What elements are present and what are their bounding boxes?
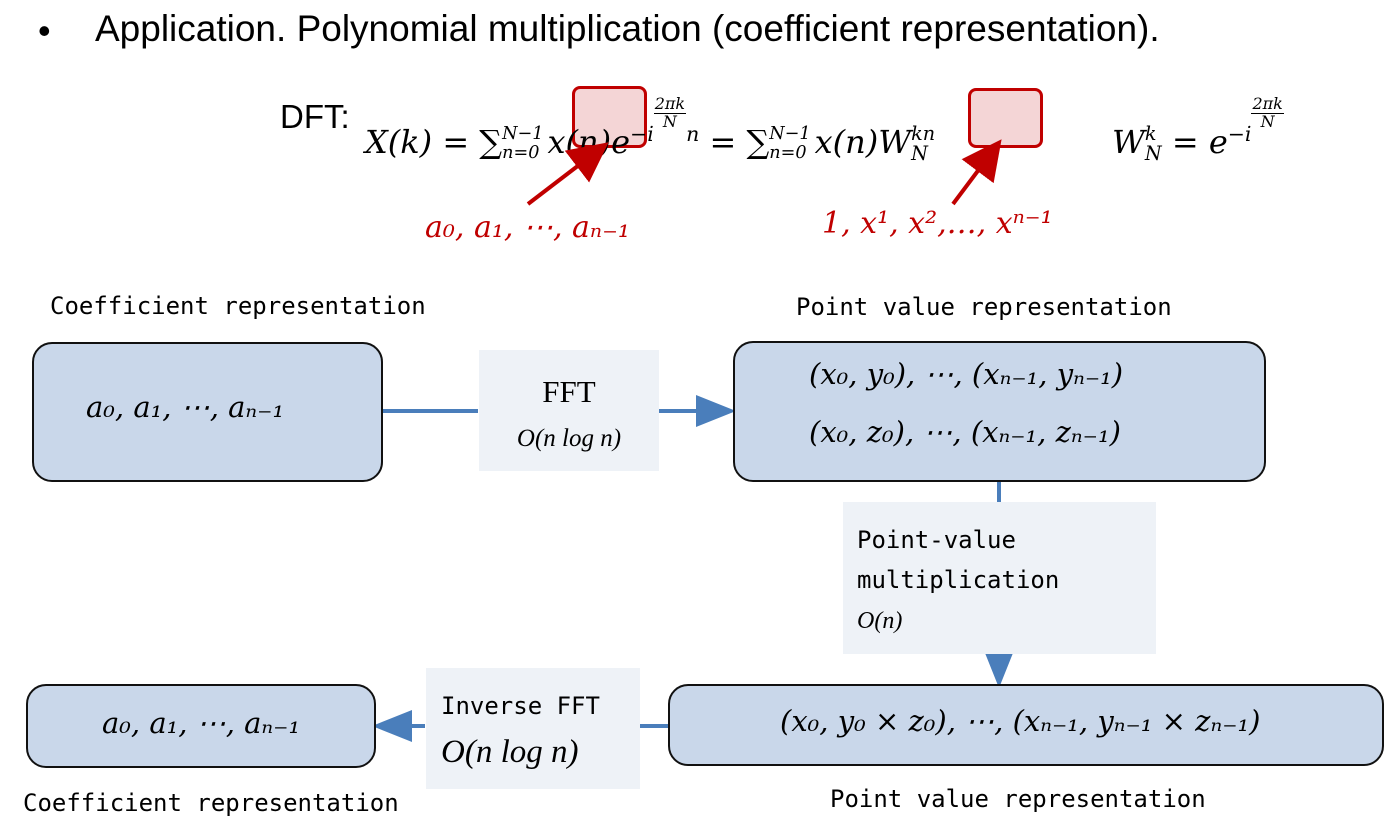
- red-arrow-coeffs: [526, 142, 609, 206]
- powers-annotation: 1, x¹, x²,…, xⁿ⁻¹: [822, 206, 1053, 241]
- ifft-cost: O(n log n): [441, 734, 579, 770]
- dft-lhs: X(k) =: [365, 122, 470, 161]
- fft-cost: O(n log n): [516, 425, 622, 452]
- xn-w-term: x(n)W: [814, 122, 912, 161]
- node-coefficients-output: a₀, a₁, ⋯, aₙ₋₁: [26, 684, 376, 768]
- w-sub: N: [911, 142, 928, 166]
- exp-base: e: [611, 122, 631, 161]
- node-point-values: (x₀, y₀), ⋯, (xₙ₋₁, yₙ₋₁) (x₀, z₀), ⋯, (…: [733, 341, 1266, 482]
- fft-title: FFT: [542, 374, 596, 409]
- op-point-value-multiplication: Point-value multiplication O(n): [843, 502, 1156, 654]
- wdef-sub: N: [1144, 142, 1162, 166]
- xn-highlight-box: [572, 86, 647, 148]
- exp-tail: n: [686, 122, 700, 147]
- point-values-line-2: (x₀, z₀), ⋯, (xₙ₋₁, zₙ₋₁): [809, 415, 1121, 449]
- wdef-sup: k: [1144, 122, 1157, 146]
- wdef-exp-sign: −i: [1227, 122, 1252, 147]
- label-point-value-top: Point value representation: [796, 293, 1172, 321]
- twiddle-highlight-box: [968, 88, 1043, 148]
- sum2-lower: n=0: [769, 143, 807, 164]
- op-fft: FFT O(n log n): [479, 350, 659, 471]
- pvm-title-line-2: multiplication: [857, 566, 1060, 594]
- sum-symbol-1: ∑: [479, 122, 503, 161]
- coef-output-text: a₀, a₁, ⋯, aₙ₋₁: [102, 706, 301, 740]
- product-points-text: (x₀, y₀ × z₀), ⋯, (xₙ₋₁, yₙ₋₁ × zₙ₋₁): [780, 704, 1261, 738]
- sum2-upper: N−1: [769, 123, 811, 144]
- sum1-lower: n=0: [502, 143, 540, 164]
- label-coefficient-top: Coefficient representation: [50, 292, 426, 320]
- sum-symbol-2: ∑: [746, 122, 770, 161]
- sum1-upper: N−1: [502, 123, 544, 144]
- wdef-base: W: [1112, 122, 1145, 161]
- coef-input-text: a₀, a₁, ⋯, aₙ₋₁: [86, 390, 285, 424]
- pvm-cost: O(n): [857, 608, 903, 634]
- wdef-eq: = e: [1171, 122, 1228, 161]
- red-arrow-powers: [951, 139, 1002, 206]
- exp-sign: −i: [630, 122, 654, 147]
- node-coefficients-input: a₀, a₁, ⋯, aₙ₋₁: [32, 342, 383, 482]
- dft-label: DFT:: [280, 98, 350, 135]
- slide-heading: Application. Polynomial multiplication (…: [95, 8, 1160, 49]
- label-point-value-bottom: Point value representation: [830, 785, 1206, 813]
- pvm-title-line-1: Point-value: [857, 526, 1016, 554]
- w-sup: kn: [911, 122, 936, 146]
- equals-2: =: [709, 122, 737, 161]
- coefficients-annotation: a₀, a₁, ⋯, aₙ₋₁: [425, 210, 630, 245]
- label-coefficient-bottom: Coefficient representation: [23, 789, 399, 817]
- node-product-points: (x₀, y₀ × z₀), ⋯, (xₙ₋₁, yₙ₋₁ × zₙ₋₁): [668, 684, 1384, 766]
- point-values-line-1: (x₀, y₀), ⋯, (xₙ₋₁, yₙ₋₁): [809, 357, 1124, 391]
- bullet-point: •: [38, 10, 51, 51]
- op-inverse-fft: Inverse FFT O(n log n): [426, 668, 640, 789]
- ifft-title: Inverse FFT: [441, 692, 600, 720]
